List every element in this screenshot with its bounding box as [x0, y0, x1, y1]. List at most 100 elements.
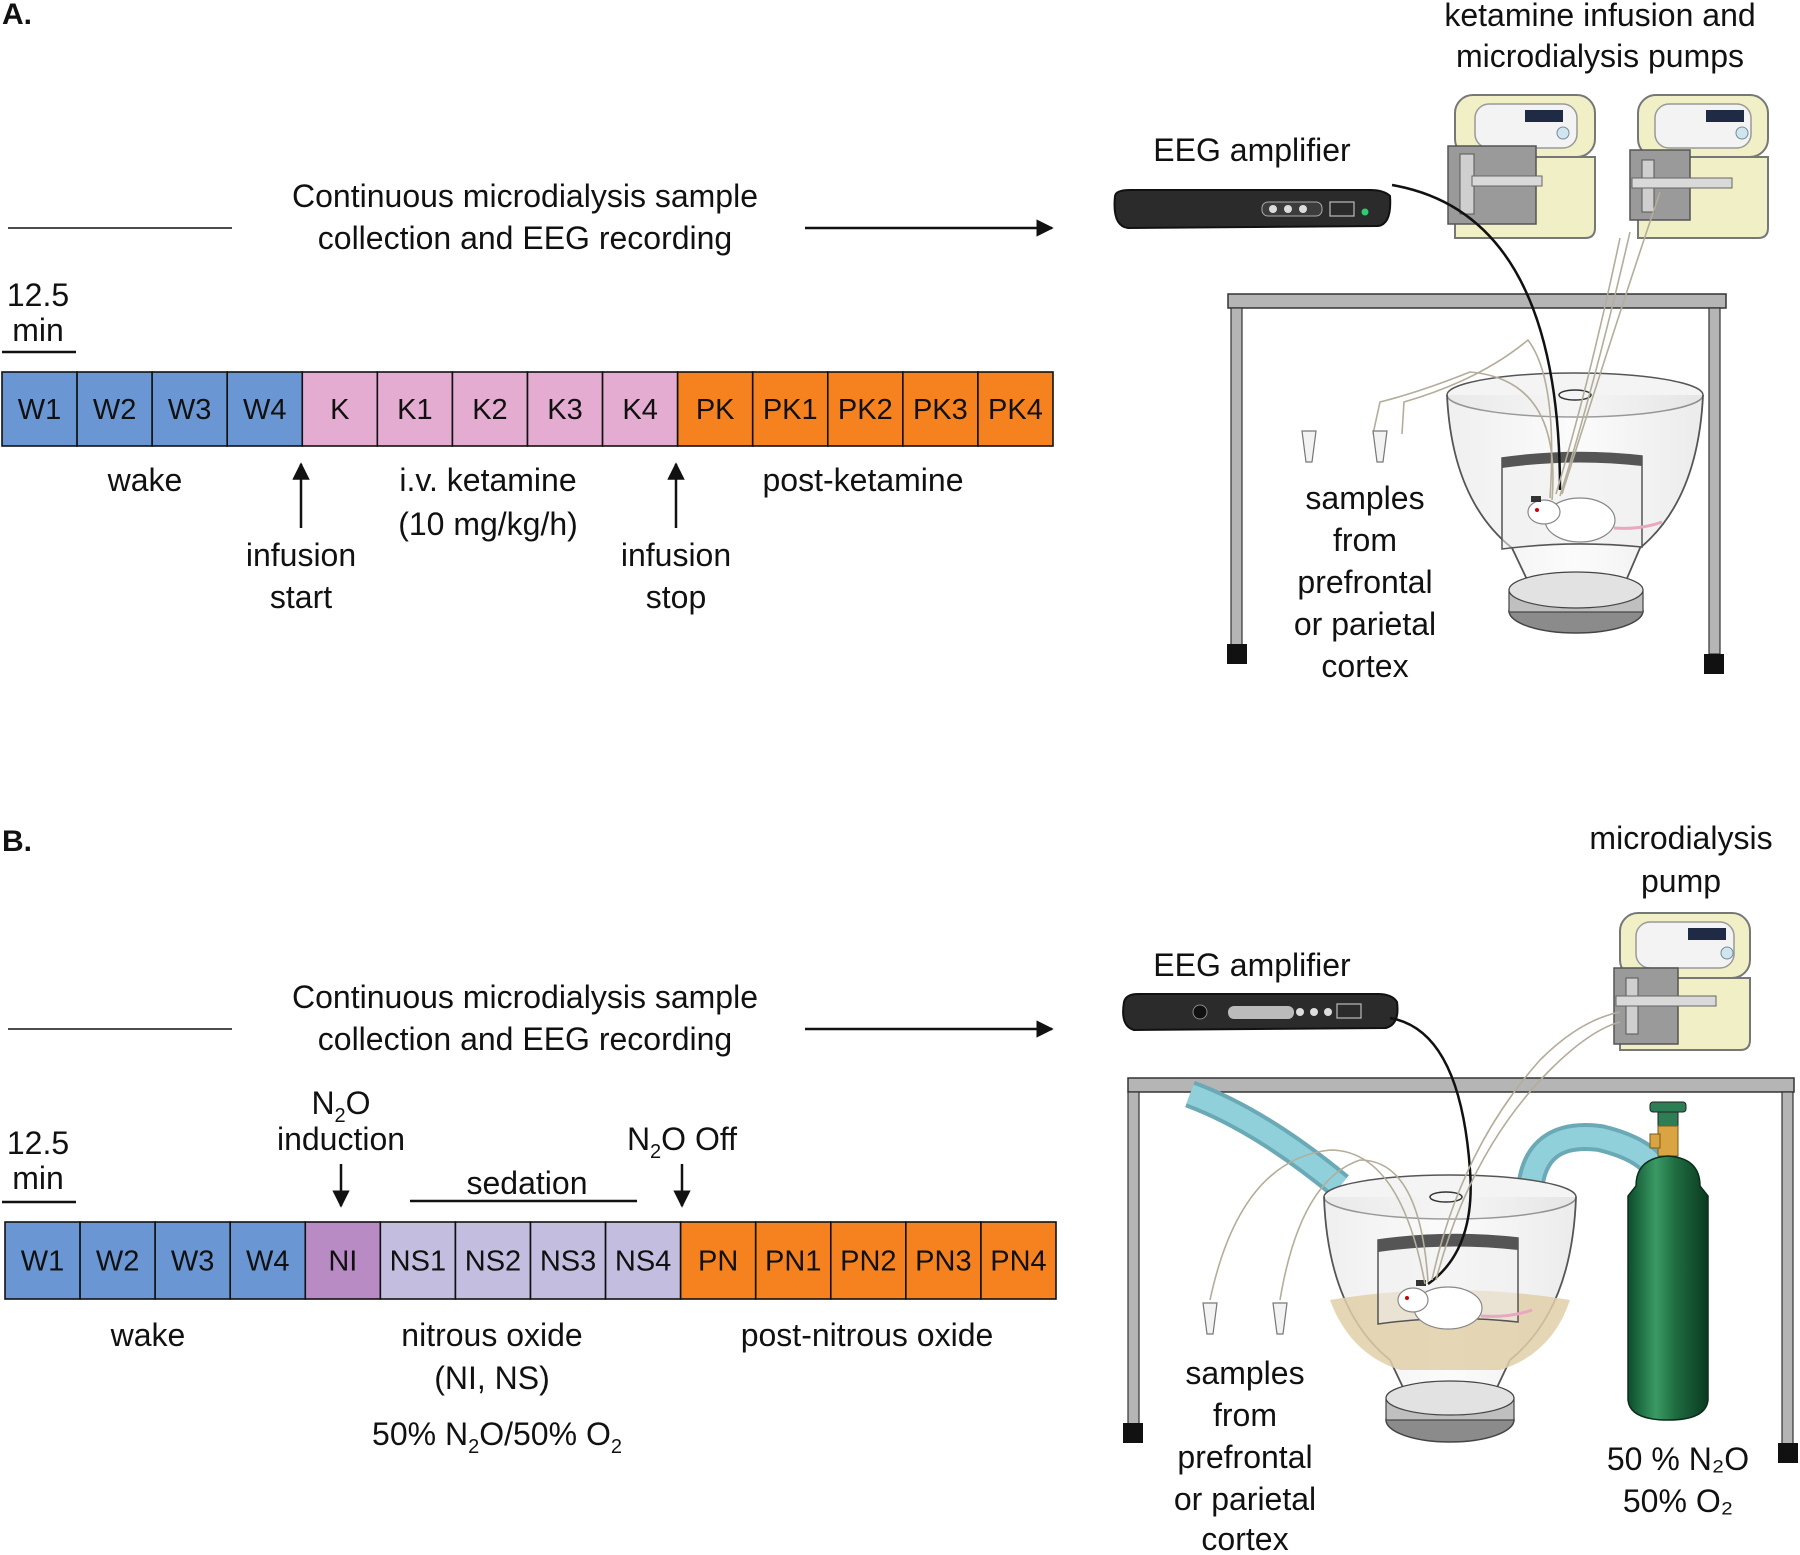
- pump-label-line1: microdialysis: [1589, 820, 1772, 856]
- group-label-post-ketamine: post-ketamine: [763, 462, 964, 498]
- group-label-nitrous-abbr: (NI, NS): [434, 1360, 550, 1396]
- table-frame-a: [1227, 293, 1727, 674]
- samples-line2: from: [1333, 522, 1397, 558]
- gas-mixture-label: 50% N2O/50% O2: [372, 1416, 622, 1458]
- samples-line3: prefrontal: [1297, 564, 1432, 600]
- sample-vial-1: [1202, 1302, 1218, 1335]
- group-label-nitrous: nitrous oxide: [401, 1317, 582, 1353]
- segment-w2: [76, 371, 153, 447]
- segment-pk3: [902, 371, 979, 447]
- segment-label-ns2: NS2: [465, 1246, 521, 1278]
- panel-b-letter: B.: [2, 825, 32, 858]
- segment-ns1: [379, 1221, 457, 1300]
- segment-k1: [376, 371, 454, 447]
- group-label-wake: wake: [107, 462, 183, 498]
- samples-line4: or parietal: [1294, 606, 1436, 642]
- panel-a: A. Continuous microdialysis sample colle…: [1, 0, 1769, 684]
- segment-label-w2: W2: [96, 1246, 140, 1278]
- header-text-line2: collection and EEG recording: [318, 1021, 732, 1057]
- gas-hoses: [1185, 1080, 1674, 1197]
- infusion-start-line1: infusion: [246, 537, 356, 573]
- gas-label-o2: 50% O₂: [1623, 1483, 1733, 1519]
- segment-ni: [304, 1221, 382, 1300]
- sedation-label: sedation: [467, 1165, 588, 1201]
- segment-label-pn4: PN4: [990, 1246, 1046, 1278]
- segment-k3: [526, 371, 604, 447]
- rat-cage-a: [1301, 183, 1704, 634]
- header-text-line1: Continuous microdialysis sample: [292, 178, 758, 214]
- segment-label-w4: W4: [246, 1246, 290, 1278]
- scale-unit: min: [12, 1160, 64, 1196]
- n2o-induction-label: N2O: [311, 1085, 370, 1127]
- segment-label-pn: PN: [698, 1246, 738, 1278]
- pumps-label-line1: ketamine infusion and: [1444, 0, 1755, 33]
- group-label-ketamine: i.v. ketamine: [399, 462, 576, 498]
- apparatus-b: EEG amplifier microdialysis pump: [1122, 820, 1798, 1555]
- pump-right: [1629, 94, 1769, 239]
- table-frame-b: [1123, 1077, 1798, 1463]
- segment-k: [301, 371, 379, 447]
- scale-unit: min: [12, 312, 64, 348]
- segment-label-k4: K4: [622, 394, 657, 426]
- segment-label-w1: W1: [18, 394, 62, 426]
- segment-label-ns1: NS1: [390, 1246, 446, 1278]
- samples-line3: prefrontal: [1177, 1439, 1312, 1475]
- sample-vial-1: [1301, 430, 1317, 463]
- segment-label-w2: W2: [93, 394, 137, 426]
- infusion-stop-line2: stop: [646, 579, 706, 615]
- rat-a: [1527, 496, 1663, 543]
- segment-w1: [4, 1221, 81, 1300]
- ketamine-dose: (10 mg/kg/h): [398, 506, 578, 542]
- segment-label-pk: PK: [696, 394, 735, 426]
- segment-pk2: [826, 371, 904, 447]
- segment-label-pk4: PK4: [988, 394, 1043, 426]
- samples-line1: samples: [1305, 480, 1424, 516]
- segment-label-ni: NI: [328, 1246, 357, 1278]
- segment-label-pk1: PK1: [763, 394, 818, 426]
- segment-label-w3: W3: [168, 394, 212, 426]
- segment-w1: [1, 371, 78, 447]
- segment-label-w1: W1: [21, 1246, 65, 1278]
- group-label-post-nitrous: post-nitrous oxide: [741, 1317, 994, 1353]
- infusion-start-line2: start: [270, 579, 332, 615]
- segment-label-w4: W4: [243, 394, 287, 426]
- segment-label-pn3: PN3: [915, 1246, 971, 1278]
- eeg-amplifier-label: EEG amplifier: [1153, 947, 1351, 983]
- gas-label-n2o: 50 % N₂O: [1607, 1441, 1749, 1477]
- scale-value: 12.5: [7, 1125, 69, 1161]
- segment-label-pk3: PK3: [913, 394, 968, 426]
- eeg-amplifier-device: [1122, 993, 1399, 1032]
- segment-label-k: K: [330, 394, 350, 426]
- gas-cylinder: [1627, 1101, 1709, 1421]
- pumps-label-line2: microdialysis pumps: [1456, 38, 1744, 74]
- segment-w4: [226, 371, 304, 447]
- segment-label-pk2: PK2: [838, 394, 893, 426]
- segment-label-ns4: NS4: [615, 1246, 671, 1278]
- segment-ns3: [529, 1221, 607, 1300]
- scale-value: 12.5: [7, 277, 69, 313]
- segment-pn4: [980, 1221, 1057, 1300]
- segment-label-k2: K2: [472, 394, 507, 426]
- samples-line4: or parietal: [1174, 1481, 1316, 1517]
- segment-label-k3: K3: [547, 394, 582, 426]
- panel-b: B. Continuous microdialysis sample colle…: [2, 820, 1798, 1555]
- segment-label-pn1: PN1: [765, 1246, 821, 1278]
- segment-w3: [154, 1221, 232, 1300]
- segment-pk1: [751, 371, 829, 447]
- sample-bar: W1 W2 W3 W4 K K1 K2 K3 K4 PK PK1 PK2 PK3 PK4: [1, 371, 1054, 447]
- rat-b: [1397, 1280, 1533, 1330]
- segment-label-k1: K1: [397, 394, 432, 426]
- group-label-wake: wake: [110, 1317, 186, 1353]
- segment-pk: [676, 371, 754, 447]
- samples-line2: from: [1213, 1397, 1277, 1433]
- pump-b: [1613, 912, 1751, 1051]
- segment-ns2: [454, 1221, 532, 1300]
- rat-cage-b: [1202, 1011, 1621, 1443]
- eeg-amplifier-label: EEG amplifier: [1153, 132, 1351, 168]
- samples-line5: cortex: [1321, 648, 1408, 684]
- sample-vial-2: [1272, 1302, 1288, 1335]
- segment-k4: [601, 371, 679, 447]
- segment-w2: [79, 1221, 156, 1300]
